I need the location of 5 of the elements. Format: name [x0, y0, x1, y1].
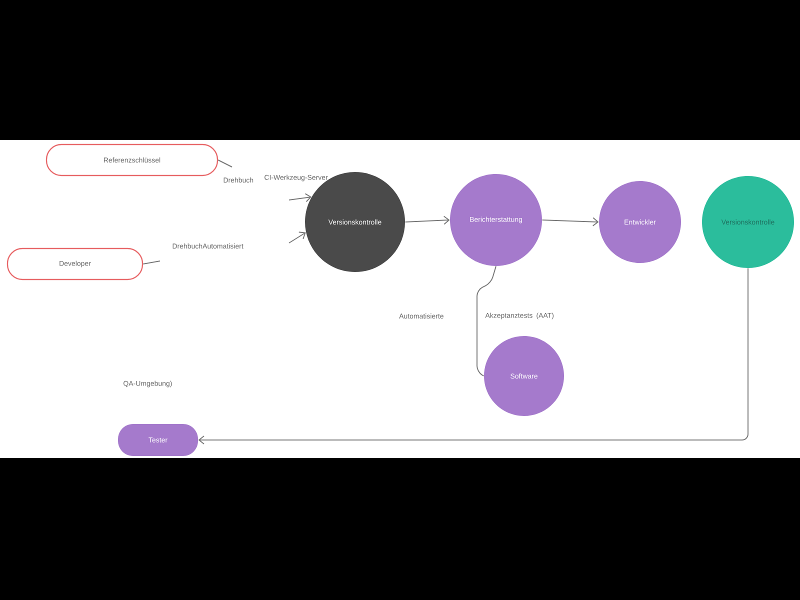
arrow — [198, 268, 748, 444]
arrow — [288, 232, 306, 244]
arrow — [288, 193, 312, 202]
arrow — [542, 217, 599, 226]
arrow — [404, 216, 450, 225]
